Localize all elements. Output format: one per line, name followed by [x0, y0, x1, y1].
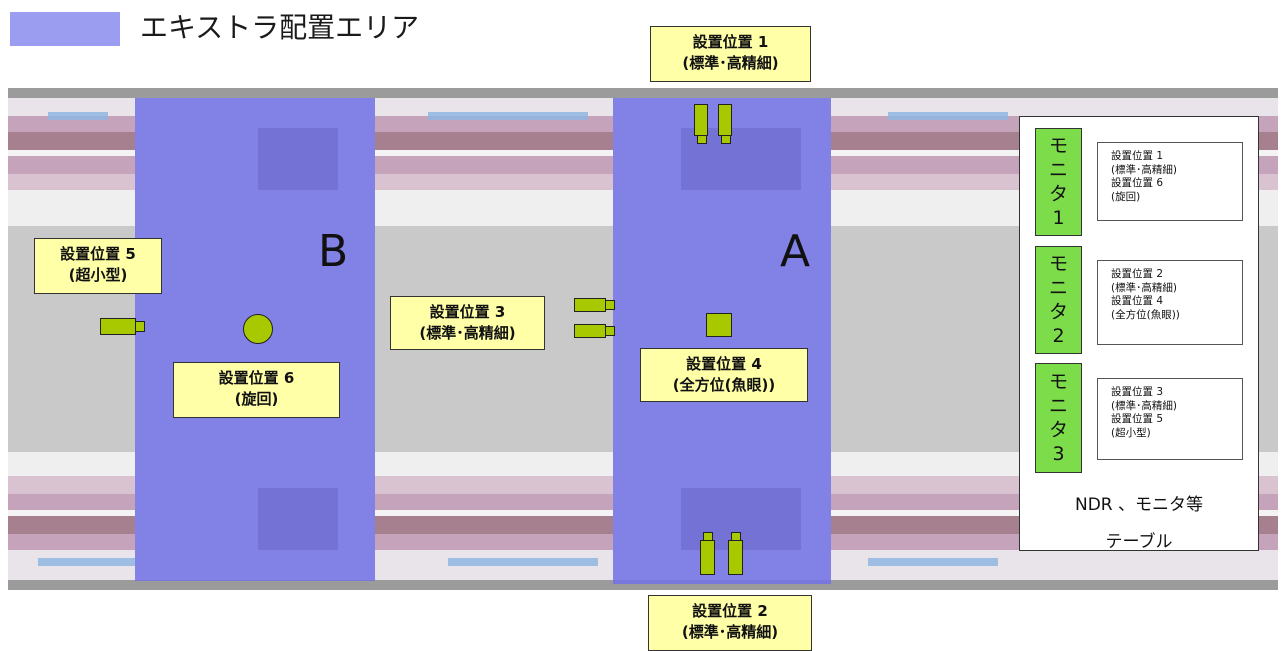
camera-position-6-rotating: [243, 314, 273, 344]
camera-position-3b-lens: [605, 326, 615, 336]
camera-position-4-fisheye: [706, 313, 732, 337]
legend-swatch: [10, 12, 120, 46]
camera-position-3a: [574, 298, 606, 312]
label-position-6: 設置位置 6(旋回): [173, 362, 340, 418]
camera-position-3b: [574, 324, 606, 338]
window-strip: [448, 558, 598, 566]
camera-position-3a-lens: [605, 300, 615, 310]
camera-position-1a: [694, 104, 708, 136]
camera-position-2b: [728, 540, 743, 575]
table-caption-table: テーブル: [1105, 532, 1173, 552]
camera-position-1b-lens: [721, 135, 731, 144]
monitor-1-assignments: 設置位置 1(標準･高精細)設置位置 6(旋回): [1097, 142, 1243, 221]
table-caption-ndr: NDR 、モニタ等: [1074, 495, 1204, 515]
window-strip: [868, 558, 998, 566]
camera-position-1a-lens: [697, 135, 707, 144]
window-strip: [38, 558, 158, 566]
monitor-2-assignments: 設置位置 2(標準･高精細)設置位置 4(全方位(魚眼)): [1097, 260, 1243, 345]
car-edge-bottom: [8, 580, 1278, 590]
label-position-3: 設置位置 3(標準･高精細): [390, 296, 545, 350]
label-position-4: 設置位置 4(全方位(魚眼)): [640, 348, 808, 402]
extra-zone-a: [613, 98, 831, 584]
window-strip: [888, 112, 1008, 120]
label-position-5: 設置位置 5(超小型): [34, 238, 162, 294]
label-position-1: 設置位置 1(標準･高精細): [650, 26, 811, 82]
camera-position-1b: [718, 104, 732, 136]
camera-position-2b-lens: [731, 532, 741, 541]
camera-position-2a: [700, 540, 715, 575]
label-position-2: 設置位置 2(標準･高精細): [648, 595, 812, 651]
monitor-3-assignments: 設置位置 3(標準･高精細)設置位置 5(超小型): [1097, 378, 1243, 460]
camera-position-2a-lens: [703, 532, 713, 541]
zone-letter-b: B: [318, 226, 349, 277]
camera-position-5-lens: [135, 321, 145, 332]
window-strip: [428, 112, 588, 120]
camera-position-5: [100, 318, 136, 335]
car-edge-top: [8, 88, 1278, 98]
window-strip: [48, 112, 108, 120]
zone-letter-a: A: [780, 226, 811, 277]
legend-label: エキストラ配置エリア: [140, 11, 420, 44]
